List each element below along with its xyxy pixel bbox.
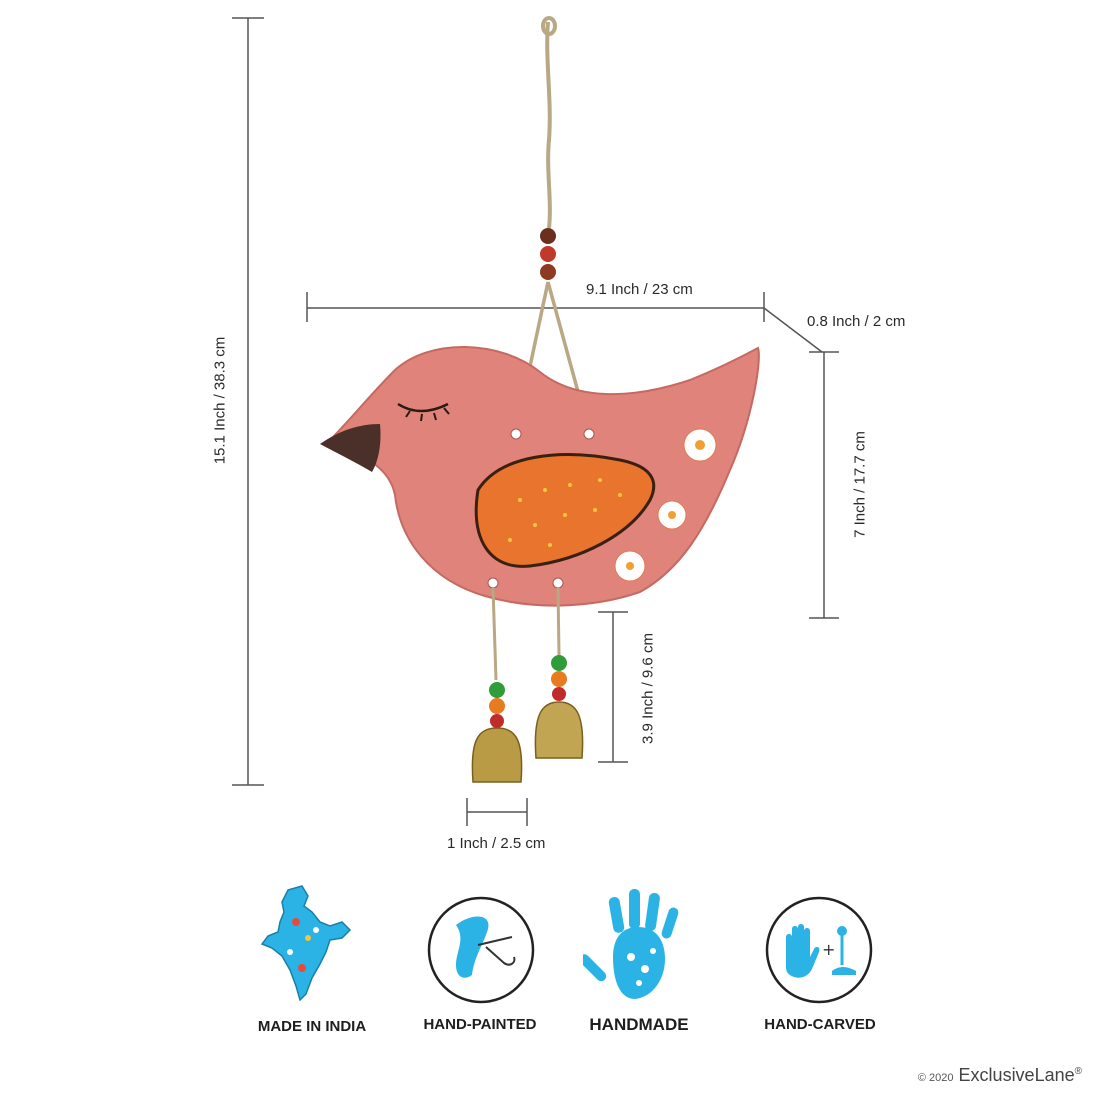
badge-made-in-india [250, 882, 375, 1012]
footer-copyright: © 2020 ExclusiveLane® [918, 1065, 1082, 1086]
hand-carving-icon: + [765, 896, 873, 1004]
width-label: 9.1 Inch / 23 cm [586, 281, 693, 298]
india-map-icon [260, 885, 352, 1002]
depth-label: 0.8 Inch / 2 cm [807, 313, 906, 330]
badge-hand-painted [426, 895, 536, 1005]
brand-name: ExclusiveLane [958, 1065, 1075, 1085]
total-height-label: 15.1 Inch / 38.3 cm [211, 336, 229, 465]
badge-label-hand-painted: HAND-PAINTED [423, 1016, 537, 1033]
bird-wall-hanging-image [320, 16, 760, 783]
badge-handmade [583, 887, 693, 1012]
bell-width-label: 1 Inch / 2.5 cm [447, 835, 546, 852]
copyright-year: © 2020 [917, 1072, 954, 1084]
registered-mark: ® [1074, 1066, 1082, 1077]
badge-label-made-in-india: MADE IN INDIA [257, 1018, 367, 1035]
badge-hand-carved: + [764, 895, 874, 1005]
paintbrush-icon [427, 896, 535, 1004]
svg-text:+: + [822, 940, 835, 959]
body-height-label: 7 Inch / 17.7 cm [851, 431, 869, 538]
badge-label-handmade: HANDMADE [589, 1015, 689, 1034]
badge-label-hand-carved: HAND-CARVED [764, 1016, 876, 1033]
handprint-icon [583, 889, 679, 999]
